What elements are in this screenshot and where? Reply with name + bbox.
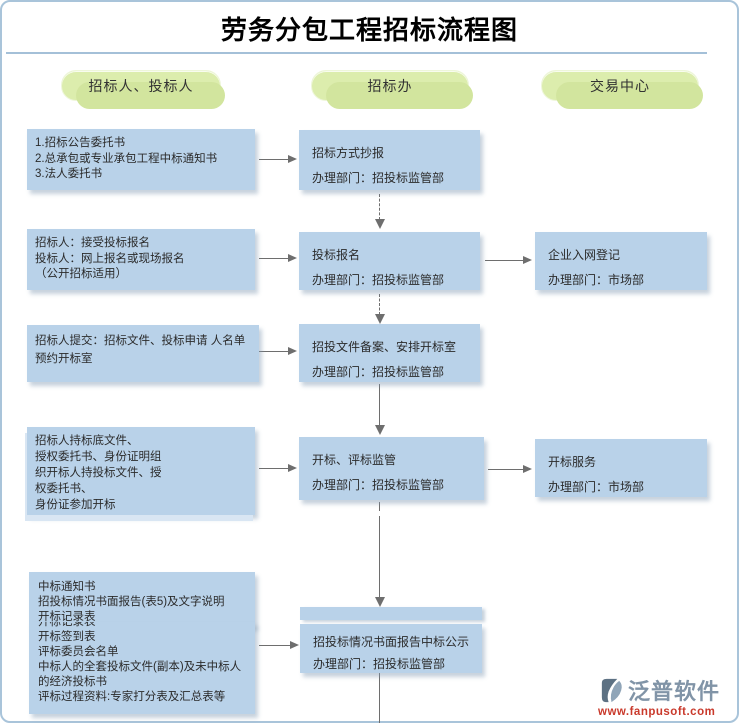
- box-line: 办理部门：市场部: [548, 480, 645, 494]
- flow-box-award-publicity: 招投标情况书面报告中标公示 办理部门：招投标监管部: [300, 624, 482, 673]
- column-header-bidders: 招标人、投标人: [61, 70, 225, 109]
- box-line: 开标记录表: [38, 611, 96, 623]
- box-line: 办理部门：招投标监管部: [312, 478, 445, 492]
- box-line: 预约开标室: [35, 353, 93, 365]
- column-header-label: 交易中心: [590, 77, 650, 94]
- box-line: 招标人：接受投标报名: [35, 237, 150, 249]
- flow-box-award-notice-upper: 中标通知书 招投标情况书面报告(表5)及文字说明 开标记录表: [29, 572, 255, 627]
- box-line: 办理部门：招投标监管部: [312, 273, 445, 287]
- fanpu-logo-url: www.fanpusoft.com: [598, 706, 716, 718]
- column-header-label: 招标办: [367, 77, 413, 94]
- box-line: 开标服务: [548, 455, 597, 469]
- arrow-l4-to-m4: [259, 464, 297, 472]
- flow-box-publicity-strip: [300, 607, 482, 620]
- flow-box-bid-registration: 投标报名 办理部门：招投标监管部: [299, 232, 480, 290]
- arrow-l2-to-m2: [259, 254, 297, 262]
- box-line: 投标报名: [312, 248, 361, 262]
- flow-box-document-filing: 招投文件备案、安排开标室 办理部门：招投标监管部: [299, 324, 480, 382]
- connector-m1-m2: [374, 194, 385, 229]
- arrow-l5-to-m5: [259, 641, 299, 649]
- connector-m4-m5-dash: [379, 502, 380, 511]
- box-line: 办理部门：招投标监管部: [312, 171, 445, 185]
- box-line: 开标、评标监管: [312, 453, 397, 467]
- box-line: 招投文件备案、安排开标室: [312, 340, 457, 354]
- column-header-label: 招标人、投标人: [88, 77, 194, 94]
- page-title: 劳务分包工程招标流程图: [220, 16, 518, 45]
- box-line: 企业入网登记: [548, 248, 621, 262]
- box-line: 织开标人持投标文件、授: [35, 467, 162, 479]
- flow-box-submit-bid-documents: 招标人提交：招标文件、投标申请 人名单 预约开标室: [27, 325, 259, 382]
- box-line: 招投标情况书面报告中标公示: [313, 635, 470, 649]
- box-line: 投标人：网上报名或现场报名: [35, 252, 185, 265]
- connector-m4-m5: [374, 516, 385, 607]
- column-header-bid-office: 招标办: [311, 70, 473, 109]
- box-line: 中标人的全套投标文件(副本)及未中标人: [38, 661, 242, 673]
- arrow-m2-to-r1: [485, 256, 532, 264]
- arrow-l3-to-m3: [259, 347, 297, 355]
- connector-m2-m3: [374, 294, 385, 324]
- box-line: 中标通知书: [38, 581, 96, 593]
- box-line: 办理部门：招投标监管部: [312, 365, 445, 379]
- box-line: 身份证参加开标: [35, 499, 116, 511]
- box-line: 开标签到表: [38, 631, 96, 643]
- box-line: 评标过程资料:专家打分表及汇总表等: [38, 691, 226, 703]
- flow-box-open-bid-participants: 招标人持标底文件、 授权委托书、身份证明组 织开标人持投标文件、授 权委托书、 …: [27, 427, 255, 515]
- box-line: 开标记录表: [38, 622, 96, 628]
- arrow-m4-to-r2: [488, 465, 532, 473]
- box-line: 权委托书、: [35, 483, 93, 495]
- box-line: （公开招标适用）: [35, 268, 127, 280]
- box-line: 办理部门：市场部: [548, 273, 645, 287]
- box-line: 授权委托书、身份证明组: [35, 451, 162, 463]
- flow-box-open-evaluate-supervision: 开标、评标监管 办理部门：招投标监管部: [299, 437, 484, 500]
- box-line: 1.招标公告委托书: [35, 137, 126, 149]
- title-divider: [6, 52, 707, 54]
- flow-box-entrust-documents: 1.招标公告委托书 2.总承包或专业承包工程中标通知书 3.法人委托书: [27, 129, 255, 190]
- connector-m5-down: [379, 673, 380, 723]
- flow-box-bid-method-report: 招标方式抄报 办理部门：招投标监管部: [299, 130, 480, 190]
- box-line: 3.法人委托书: [35, 168, 103, 180]
- fanpu-logo: 泛普软件 www.fanpusoft.com: [598, 674, 734, 720]
- flow-box-enterprise-network-registration: 企业入网登记 办理部门：市场部: [535, 232, 707, 290]
- box-line: 招标人提交：招标文件、投标申请 人名单: [35, 335, 246, 347]
- box-line: 招标人持标底文件、: [35, 435, 139, 447]
- flow-box-open-bid-service: 开标服务 办理部门：市场部: [535, 439, 707, 497]
- box-line: 招投标情况书面报告(表5)及文字说明: [38, 596, 225, 608]
- box-line: 的经济投标书: [38, 676, 107, 688]
- flow-box-registration-accept: 招标人：接受投标报名 投标人：网上报名或现场报名 （公开招标适用）: [27, 229, 255, 290]
- box-line: 办理部门：招投标监管部: [313, 657, 446, 671]
- box-line: 2.总承包或专业承包工程中标通知书: [35, 152, 218, 165]
- fanpu-logo-icon: [601, 678, 622, 702]
- arrow-l1-to-m1: [259, 155, 297, 163]
- column-header-trade-center: 交易中心: [541, 70, 703, 109]
- connector-m3-m4: [374, 384, 385, 435]
- box-line: 评标委员会名单: [38, 646, 119, 658]
- box-line: 招标方式抄报: [312, 146, 385, 160]
- flow-box-award-notice-lower: 开标记录表 开标签到表 评标委员会名单 中标人的全套投标文件(副本)及未中标人 …: [29, 622, 255, 714]
- fanpu-logo-text: 泛普软件: [628, 679, 721, 704]
